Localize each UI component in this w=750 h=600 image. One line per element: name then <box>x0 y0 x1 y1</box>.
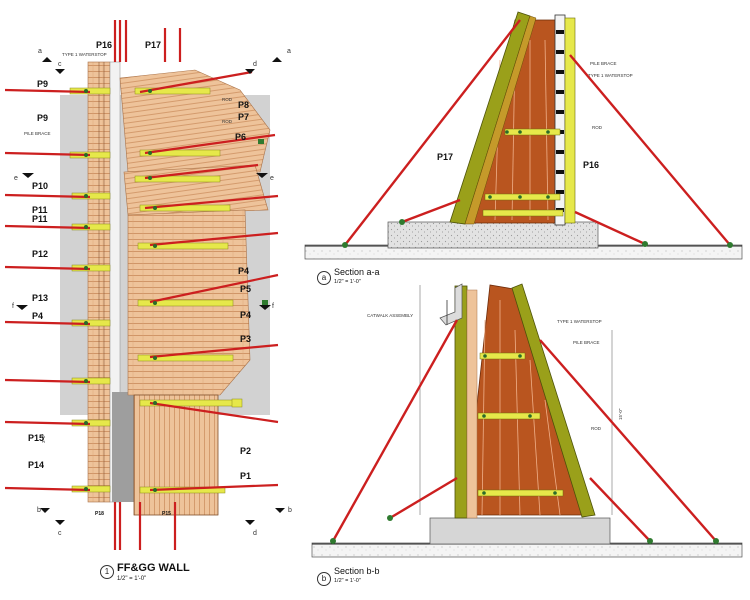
aa-note-pile-brace: PILE BRACE <box>590 61 617 66</box>
label-p14: P14 <box>28 460 44 470</box>
note-rod-2: ROD <box>222 119 233 124</box>
label-p16: P16 <box>96 40 112 50</box>
detail-number-1: 1 <box>100 565 114 579</box>
bb-dimension: 15'-0" <box>618 408 623 420</box>
section-bb-drawing <box>311 283 743 558</box>
label-p2: P2 <box>240 446 251 456</box>
section-mark-c-bottom: c <box>58 530 62 537</box>
rod-end-caps <box>231 139 268 408</box>
section-mark-f-right: f <box>272 303 274 310</box>
detail-marker-a: a <box>317 271 331 285</box>
section-mark-f-left: f <box>12 303 14 310</box>
bolts-aa <box>488 130 550 199</box>
label-p4-b: P4 <box>240 310 251 320</box>
dark-joint <box>112 392 134 502</box>
section-mark-d-bottom: d <box>253 530 257 537</box>
section-markers <box>16 57 285 525</box>
label-p1: P1 <box>240 471 251 481</box>
label-p10: P10 <box>32 181 48 191</box>
lower-panel <box>133 394 219 516</box>
aa-note-rod: ROD <box>592 125 603 130</box>
label-p9-top: P9 <box>37 79 48 89</box>
aa-note-waterstop: TYPE 1 WATERSTOP <box>588 73 633 78</box>
note-rod-1: ROD <box>222 97 233 102</box>
section-bb-labels: CATWALK ASSEMBLY TYPE 1 WATERSTOP PILE B… <box>367 313 623 431</box>
section-aa-labels: PILE BRACE TYPE 1 WATERSTOP ROD P17 P16 <box>437 61 633 170</box>
bolts-bb <box>482 354 557 495</box>
note-waterstop: TYPE 1 WATERSTOP <box>62 52 107 57</box>
label-p15: P15 <box>28 433 44 443</box>
label-p7: P7 <box>238 112 249 122</box>
section-mark-b-left: b <box>37 507 41 514</box>
elevation-labels: a a c c d d e e f f b b TYPE 1 WATERSTOP… <box>12 40 292 537</box>
section-aa-title: Section a-a <box>334 267 380 277</box>
label-p11-b: P11 <box>32 214 48 224</box>
aa-label-p17: P17 <box>437 152 453 162</box>
section-aa-drawing <box>304 11 743 260</box>
label-p12: P12 <box>32 249 48 259</box>
label-p18: P18 <box>95 511 104 517</box>
catwalk-bb <box>439 283 463 326</box>
detail-marker-b: b <box>317 572 331 586</box>
section-mark-d-top: d <box>253 61 257 68</box>
note-pile-brace: PILE BRACE <box>24 131 51 136</box>
braces-aa <box>344 19 731 246</box>
walers-bb <box>477 352 564 497</box>
label-p15-bottom: P15 <box>162 511 171 517</box>
label-p6: P6 <box>235 132 246 142</box>
section-mark-b-right: b <box>288 507 292 514</box>
dimension-left: 3'-0" <box>41 434 46 443</box>
section-mark-e-left: e <box>14 175 18 182</box>
right-form-bb <box>511 283 596 518</box>
label-p17: P17 <box>145 40 161 50</box>
panel1-scale: 1/2" = 1'-0" <box>117 576 147 582</box>
bb-note-pile-brace: PILE BRACE <box>573 340 600 345</box>
braces-bb <box>331 319 717 542</box>
brace-anchors-bb <box>330 515 719 544</box>
section-bb-title: Section b-b <box>334 566 380 576</box>
label-p9: P9 <box>37 113 48 123</box>
aa-label-p16: P16 <box>583 160 599 170</box>
section-mark-a-right: a <box>287 48 291 55</box>
section-mark-a-left: a <box>38 48 42 55</box>
label-p5: P5 <box>240 284 251 294</box>
section-aa-scale: 1/2" = 1'-0" <box>334 279 361 285</box>
section-mark-c-top: c <box>58 61 62 68</box>
label-p4-left: P4 <box>32 311 43 321</box>
footing-bb <box>429 517 611 545</box>
bolt-markers <box>84 89 157 492</box>
label-p11-a: P11 <box>32 205 48 215</box>
section-bb-scale: 1/2" = 1'-0" <box>334 578 361 584</box>
label-p3: P3 <box>240 334 251 344</box>
bb-note-rod: ROD <box>591 426 602 431</box>
brace-anchors-aa <box>342 219 733 248</box>
walers-aa <box>482 128 564 217</box>
panel1-title: FF&GG WALL <box>117 562 190 574</box>
label-p4-a: P4 <box>238 266 249 276</box>
label-p8: P8 <box>238 100 249 110</box>
bb-note-catwalk: CATWALK ASSEMBLY <box>367 313 413 318</box>
section-mark-e-right: e <box>270 175 274 182</box>
tie-rods <box>4 20 279 550</box>
right-walers <box>134 87 241 494</box>
bb-note-waterstop: TYPE 1 WATERSTOP <box>557 319 602 324</box>
footing-aa <box>387 221 599 249</box>
label-p13: P13 <box>32 293 48 303</box>
